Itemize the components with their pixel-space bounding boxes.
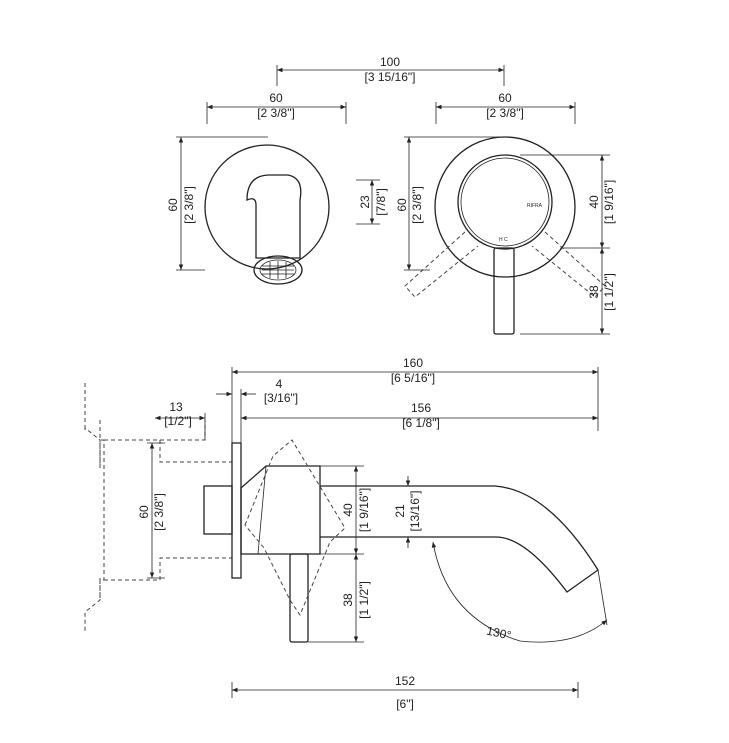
handle-lever-left-ghost	[404, 231, 479, 298]
dim-side-body-mm: 40	[341, 503, 355, 517]
cartridge-body	[203, 485, 233, 535]
dim-156-inch: [6 1/8"]	[402, 416, 440, 430]
dim-handle-width-mm: 60	[498, 91, 512, 105]
dim-160-inch: [6 5/16"]	[391, 371, 435, 385]
spout-aerator	[253, 255, 303, 285]
dim-lever-len-inch: [1 1/2"]	[602, 273, 616, 311]
mixer-body	[240, 465, 321, 555]
dim-side-plate-inch: [2 3/8"]	[152, 493, 166, 531]
dim-spout-outlet-inch: [7/8"]	[374, 188, 388, 216]
handle-lever-right-ghost	[531, 231, 606, 298]
dim-100-mm: 100	[380, 55, 400, 69]
rotation-arc	[431, 541, 608, 643]
handle-lever	[493, 247, 515, 335]
dim-spout-dia-inch: [13/16"]	[408, 491, 422, 532]
dim-100-inch: [3 15/16"]	[365, 70, 416, 84]
dim-wall-depth-mm: 13	[169, 400, 183, 414]
handle-knob	[457, 154, 553, 250]
dim-plate-thickness-inch: [3/16"]	[264, 391, 298, 405]
lever-handle	[289, 553, 309, 643]
handle-front-view: RIFRA H C	[404, 136, 606, 335]
mixer-body-edge	[257, 465, 267, 555]
dim-160-mm: 160	[403, 356, 423, 370]
spout-plate	[204, 144, 330, 270]
wall-bottom	[84, 440, 101, 632]
dim-spout-height-inch: [2 3/8"]	[182, 186, 196, 224]
dim-wall-depth-inch: [1/2"]	[164, 414, 192, 428]
hot-cold-marks: H C	[499, 237, 508, 243]
dim-spout-width-mm: 60	[269, 91, 283, 105]
dim-156-mm: 156	[411, 401, 431, 415]
dim-lever-len-mm: 38	[587, 285, 601, 299]
top-dimensions: 100 [3 15/16"] 60 [2 3/8"] 60 [2 3/8"] 6…	[166, 55, 616, 335]
brand-mark: RIFRA	[527, 203, 543, 209]
handle-plate	[434, 136, 576, 278]
dim-side-body-inch: [1 9/16"]	[357, 488, 371, 532]
dim-side-plate-mm: 60	[137, 505, 151, 519]
handle-rotated-ghost	[244, 439, 346, 617]
dim-spout-outlet-mm: 23	[358, 195, 372, 209]
spout-aerator-inner	[259, 259, 297, 281]
spout-neck	[246, 174, 302, 259]
dim-152-inch: [6"]	[396, 697, 414, 711]
spout-front-view	[204, 144, 330, 285]
handle-knob-knurl	[460, 157, 550, 247]
dim-plate-thickness-mm: 4	[276, 377, 283, 391]
dim-side-lever-mm: 38	[341, 593, 355, 607]
wall-top	[84, 383, 101, 468]
dim-spout-width-inch: [2 3/8"]	[257, 106, 295, 120]
dim-handle-height-inch: [2 3/8"]	[410, 186, 424, 224]
rotation-angle: 130°	[485, 624, 512, 643]
aerator-mesh	[262, 261, 294, 279]
dim-knob-dia-inch: [1 9/16"]	[602, 180, 616, 224]
side-dimensions: 160 [6 5/16"] 4 [3/16"] 13 [1/2"] 156 [6…	[137, 356, 599, 711]
wall-plate	[231, 442, 242, 579]
in-wall-box	[99, 420, 232, 600]
dim-handle-height-mm: 60	[395, 198, 409, 212]
dim-knob-dia-mm: 40	[587, 195, 601, 209]
dim-side-lever-inch: [1 1/2"]	[357, 581, 371, 619]
dim-spout-height-mm: 60	[166, 198, 180, 212]
dim-152-mm: 152	[395, 674, 415, 688]
dim-handle-width-inch: [2 3/8"]	[486, 106, 524, 120]
dim-spout-dia-mm: 21	[393, 504, 407, 518]
rotation-arc-end	[597, 569, 608, 626]
